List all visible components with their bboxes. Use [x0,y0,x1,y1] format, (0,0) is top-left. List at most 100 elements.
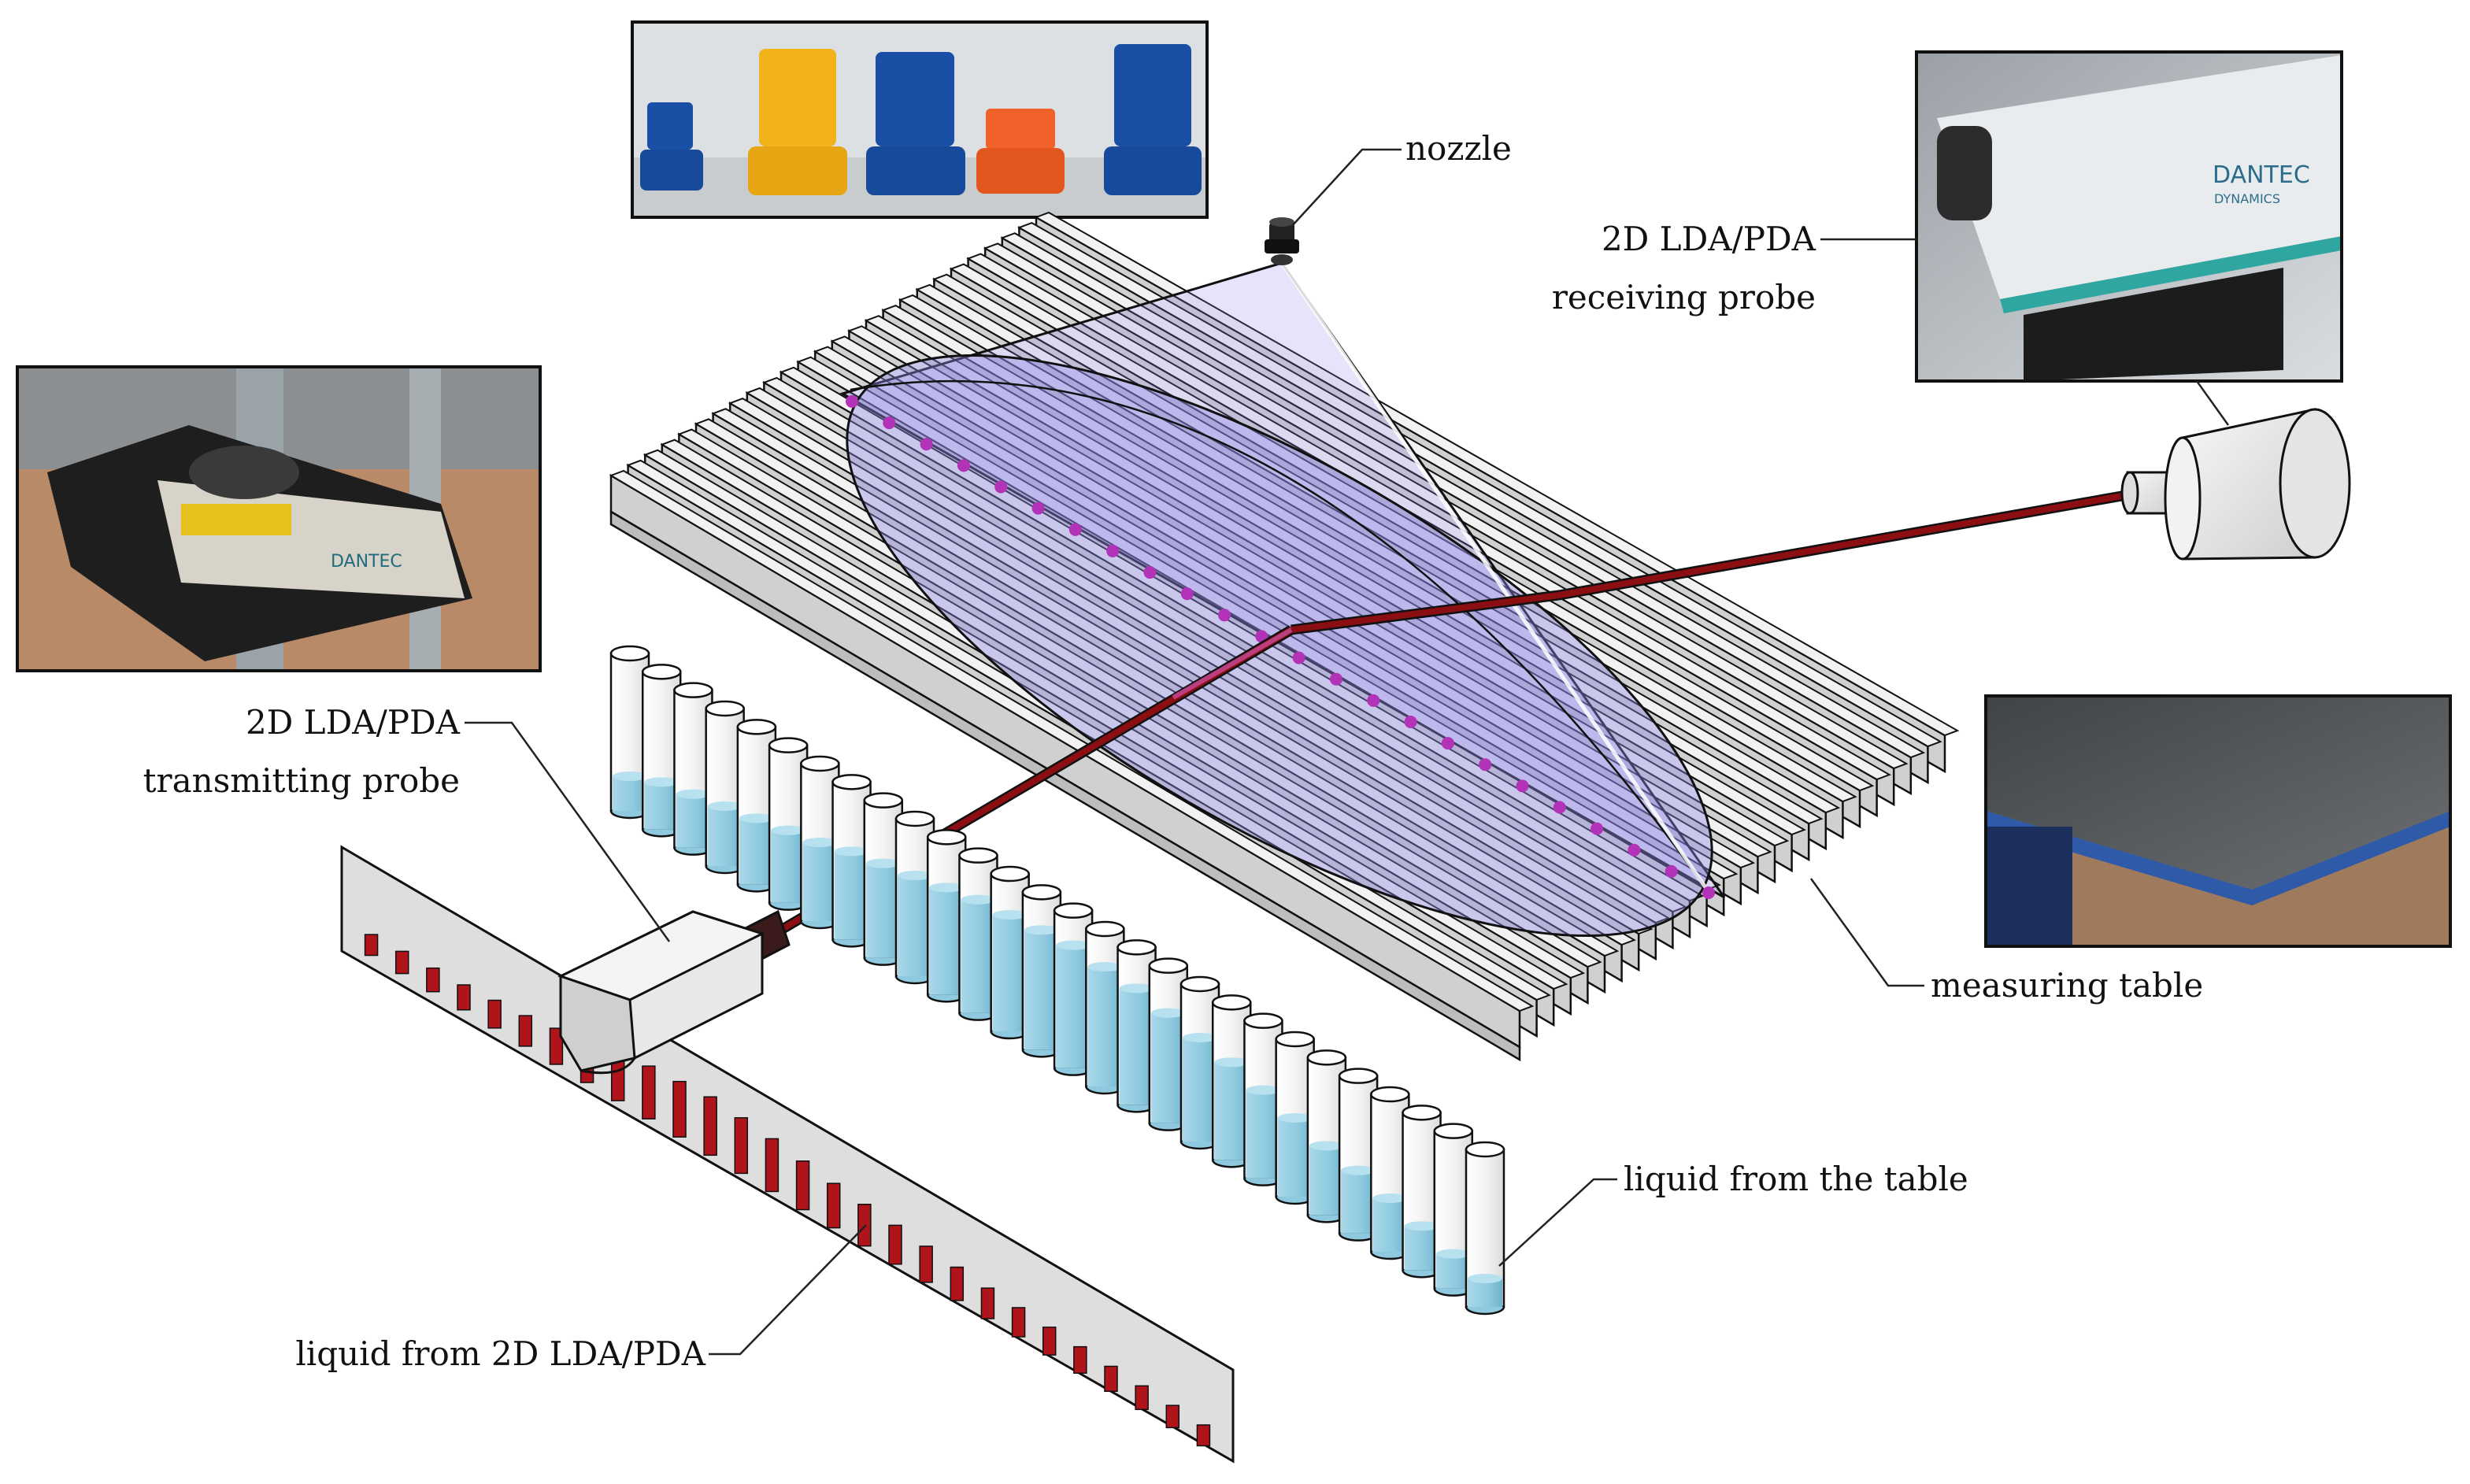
leader-table [1809,878,1924,987]
pda-slot [703,1096,717,1156]
nozzle-yellow [748,49,847,195]
droplet [1180,587,1194,601]
nozzle-blue-1 [640,102,703,191]
tube [1053,902,1094,1076]
droplet [1516,779,1529,793]
collection-tubes [609,645,1505,1316]
tube [705,700,745,875]
rx-photo-brand: DANTEC [2213,161,2310,189]
measuring-table-photo-frame [1984,694,2452,948]
tube-liquid [1087,967,1123,1086]
table-rib-top [813,346,1739,880]
droplet [1441,737,1454,750]
label-tx-line2: transmitting probe [143,761,460,800]
label-rx-line1: 2D LDA/PDA [1602,220,1816,258]
pda-slot [919,1245,933,1283]
pda-slot [857,1204,872,1247]
pda-slot [1196,1424,1211,1447]
leader-rx-probe [2195,380,2230,426]
droplet [957,459,970,472]
label-liquid-pda: liquid from 2D LDA/PDA [295,1334,705,1373]
tube-liquid [1277,1118,1313,1197]
pda-slot [487,999,502,1029]
droplet [1329,672,1342,686]
tube-liquid [898,875,932,976]
nozzle-blue-3 [1104,44,1202,195]
tube-liquid [929,887,965,995]
tube-liquid [834,851,869,940]
pda-slot [795,1160,810,1211]
tube-liquid [707,806,742,866]
nozzles-photo-frame [631,20,1209,219]
label-nozzle: nozzle [1405,129,1512,168]
receiving-probe-photo-frame [1915,50,2343,383]
pda-slot [549,1027,564,1065]
table-rib-top [949,263,1875,792]
tube-liquid [1435,1253,1471,1289]
nozzle-orange [976,109,1065,194]
table-edge [609,509,1521,1062]
table-rib-top [932,273,1857,803]
tube-liquid [1246,1090,1281,1179]
spray-cone-side [839,261,1726,899]
measuring-table-photo [1984,694,2452,948]
tube [1465,1141,1505,1316]
transmitting-probe [557,909,791,1075]
tube [1116,939,1157,1113]
table-rib-top [677,428,1602,968]
table-rib-top [1017,222,1942,748]
beam-in-spray [1172,627,1293,700]
table-rib-top [642,449,1568,990]
spray-highlight [1279,261,1713,896]
spray-front-edge [850,379,1712,895]
tube-liquid [644,782,680,830]
droplet [1106,544,1120,557]
droplet [1218,609,1231,622]
droplet [1665,864,1678,878]
table-rib-top [728,398,1653,935]
droplet [1404,715,1417,728]
droplet [1068,523,1082,536]
table-rib-top [830,335,1756,869]
tube-liquid [1309,1145,1344,1216]
tube-liquid [676,794,711,848]
droplet [1479,758,1492,772]
table-rib-top [694,418,1620,957]
tube-liquid [1024,930,1059,1050]
droplet [1702,886,1715,899]
tube-liquid [1214,1062,1250,1160]
pda-slot [1165,1404,1180,1429]
pda-slot [518,1015,533,1047]
pda-slot [1042,1327,1057,1356]
table-rib-top [626,459,1551,1001]
pda-slot [980,1287,995,1319]
tube-liquid [1183,1038,1217,1142]
droplet [1292,651,1305,664]
tube-liquid [1119,988,1154,1105]
leader-liquid-table [1498,1178,1617,1267]
nozzles-photo [631,20,1209,219]
spray-cone [839,261,1726,937]
tube-liquid [1341,1170,1376,1234]
droplet [883,416,896,430]
table-rib-top [966,253,1891,781]
droplet [1031,501,1045,515]
pda-slot [394,950,409,975]
leader-liquid-pda [709,1224,867,1356]
table-rib-top [1034,211,1960,737]
transmitting-probe-photo-frame [16,365,542,672]
nozzle-blue-2 [866,52,965,195]
label-liquid-table: liquid from the table [1624,1160,1968,1198]
table-rib-top [609,469,1535,1012]
tube-liquid [961,899,996,1013]
droplet [920,438,933,451]
tube-liquid [771,830,806,903]
pda-slot [826,1182,841,1229]
tube-liquid [865,863,901,958]
droplet [1367,694,1380,707]
table-rib-top [762,376,1687,913]
table-rib-top [779,366,1705,902]
nozzle-device [1265,217,1299,265]
pda-slot [1104,1365,1118,1393]
transmitting-probe-photo: DANTEC [16,365,542,672]
